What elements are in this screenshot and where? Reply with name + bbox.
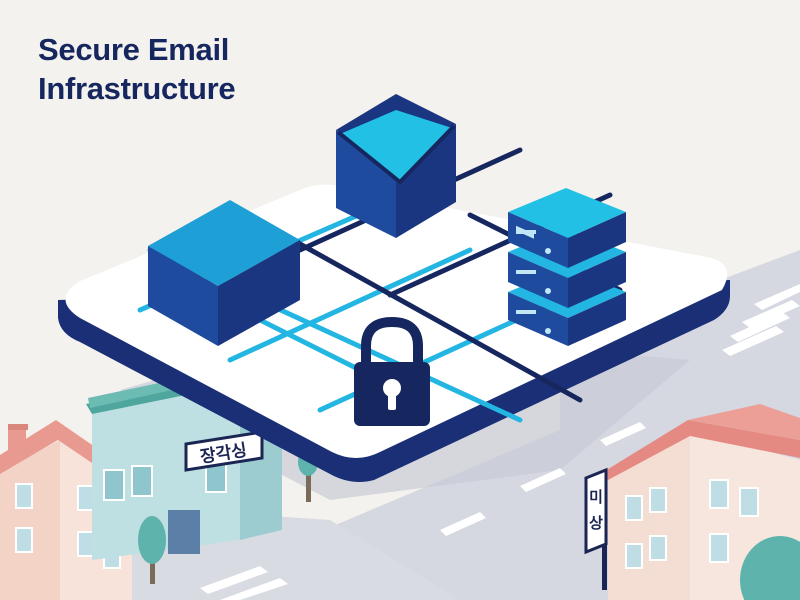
pole-sign-text-top: 미 <box>589 488 603 506</box>
padlock-icon <box>354 316 430 426</box>
pole-sign: 미 상 <box>584 467 608 590</box>
envelope-icon <box>336 94 456 238</box>
crosswalk-right <box>722 284 800 356</box>
cube-icon <box>148 200 300 346</box>
page-title: Secure Email Infrastructure <box>38 30 236 108</box>
crosswalk-left <box>200 566 288 600</box>
title-line-2: Infrastructure <box>38 71 236 106</box>
house-right <box>600 404 800 600</box>
server-stack-icon <box>508 188 626 346</box>
pole-sign-text-bottom: 상 <box>589 514 603 532</box>
title-line-1: Secure Email <box>38 32 230 67</box>
